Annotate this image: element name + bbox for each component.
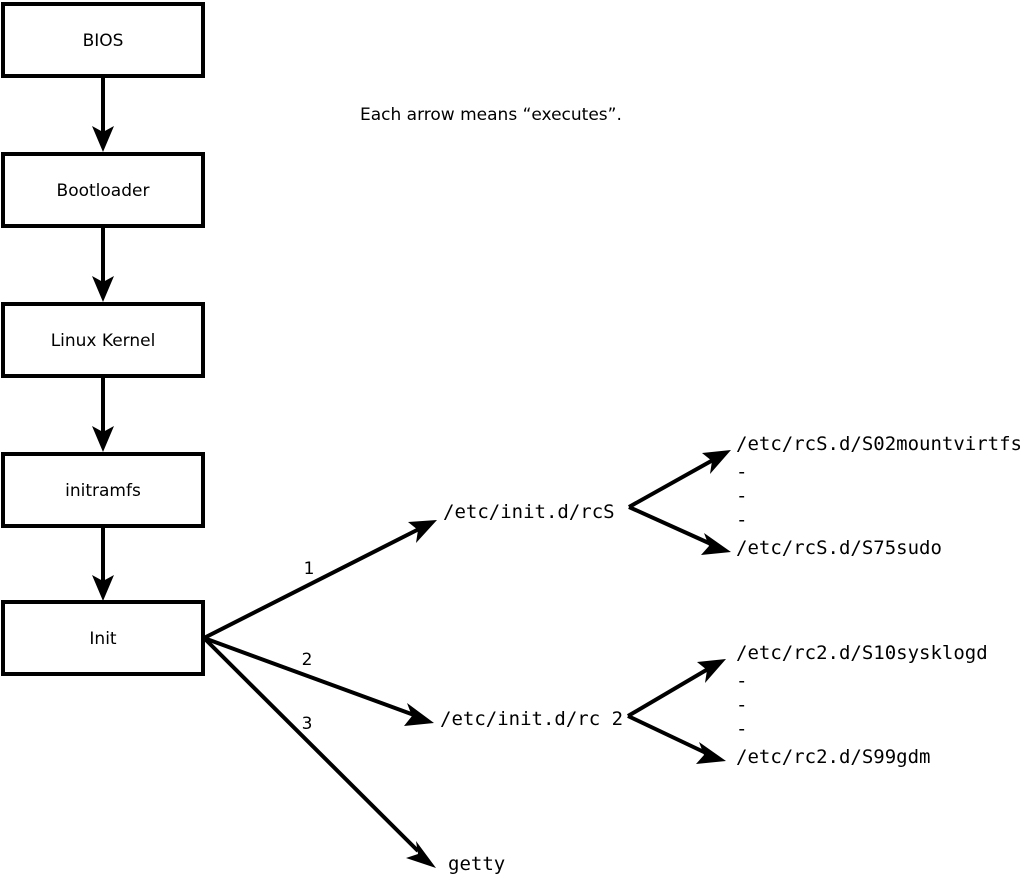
init-label: Init [89,629,117,649]
node-init: Init [1,600,205,676]
node-linux-kernel: Linux Kernel [1,302,205,378]
rc2-ellipsis-2: - [736,694,747,716]
linux-kernel-label: Linux Kernel [51,331,156,351]
rc2-first-script: /etc/rc2.d/S10sysklogd [736,642,988,664]
branch-number-1: 1 [304,559,315,579]
rc2-ellipsis-3: - [736,718,747,740]
rcs-first-script: /etc/rcS.d/S02mountvirtfs [736,433,1022,455]
edge-rcs-to-last [628,505,731,555]
init-box [1,600,205,676]
initramfs-box [1,452,205,528]
arrowhead-ne-icon [702,450,731,474]
arrowhead-ne-icon [408,520,437,543]
edge-kernel-to-initramfs [92,376,114,452]
branch-number-3: 3 [302,714,313,734]
edge-init-branch-1: 1 [203,520,437,640]
branch-number-2: 2 [302,650,313,670]
rcs-ellipsis-3: - [736,509,747,531]
script-label-rcs: /etc/init.d/rcS [443,501,615,523]
edge-bootloader-to-kernel [92,226,114,302]
arrowhead-down-icon [92,126,114,152]
arrowhead-se-icon [406,841,436,868]
arrowhead-down-icon [92,575,114,601]
script-label-getty: getty [448,853,505,875]
arrowhead-ne-icon [697,659,726,683]
initramfs-label: initramfs [65,481,141,501]
rcs-ellipsis-1: - [736,461,747,483]
arrowhead-down-icon [92,276,114,302]
rc2-last-script: /etc/rc2.d/S99gdm [736,746,930,768]
node-initramfs: initramfs [1,452,205,528]
bootloader-label: Bootloader [57,181,150,201]
arrowhead-se-icon [404,703,434,726]
bios-box [1,2,205,78]
edge-initramfs-to-init [92,526,114,601]
script-label-rc2: /etc/init.d/rc 2 [440,708,623,730]
rcs-ellipsis-2: - [736,485,747,507]
rc2-ellipsis-1: - [736,670,747,692]
edge-init-branch-3: 3 [202,636,436,868]
node-bios: BIOS [1,2,205,78]
edge-bios-to-bootloader [92,76,114,152]
edge-rc2-to-last [627,714,726,764]
edge-rcs-to-first [628,450,731,509]
legend-note: Each arrow means “executes”. [360,105,622,125]
rcs-last-script: /etc/rcS.d/S75sudo [736,537,942,559]
edge-init-branch-2: 2 [203,636,434,726]
node-bootloader: Bootloader [1,152,205,228]
arrowhead-down-icon [92,426,114,452]
bios-label: BIOS [83,31,124,51]
arrowhead-se-icon [701,533,731,555]
edge-rc2-to-first [626,659,726,718]
arrowhead-se-icon [696,742,726,764]
